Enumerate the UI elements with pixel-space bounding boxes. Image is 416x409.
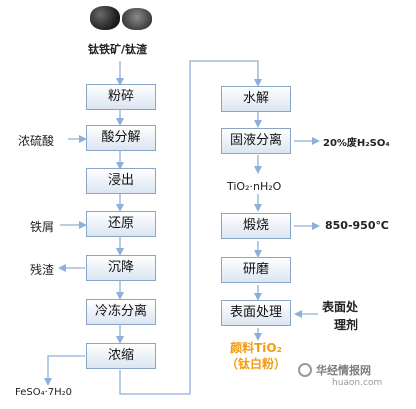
input-surface-agent-line1: 表面处 (322, 300, 359, 314)
ilmenite-ore-image (90, 6, 120, 30)
output-ferrous-sulfate: FeSO₄·7H₂0 (15, 387, 73, 398)
product-line2: （钛白粉） (225, 357, 286, 371)
arrow-conc-to-hydro (119, 60, 262, 395)
watermark-brand: 华经情报网 (316, 364, 371, 377)
watermark-url: huaon.com (332, 378, 383, 388)
step-solid-liquid-separate: 固液分离 (221, 128, 291, 154)
watermark-logo-icon (298, 363, 312, 377)
step-freeze-separate: 冷冻分离 (86, 299, 156, 325)
input-surface-agent-line2: 理剂 (334, 318, 359, 332)
output-residue: 残渣 (30, 263, 55, 277)
output-waste-acid: 20%废H₂SO₄ (323, 138, 390, 149)
calcination-temperature: 850-950℃ (325, 219, 389, 232)
step-settle: 沉降 (86, 255, 156, 281)
step-grind: 研磨 (221, 257, 291, 283)
intermediate-hydrated-tio2: TiO₂·nH₂O (227, 180, 282, 193)
raw-material-label: 钛铁矿/钛渣 (88, 43, 148, 56)
step-reduce: 还原 (86, 211, 156, 237)
titanium-slag-image (122, 8, 152, 30)
step-concentrate: 浓缩 (86, 343, 156, 369)
step-crush: 粉碎 (86, 84, 156, 110)
step-hydrolysis: 水解 (221, 86, 291, 112)
product-line1: 颜料TiO₂ (230, 341, 282, 355)
step-acid-decompose: 酸分解 (86, 125, 156, 151)
product-pigment-tio2: 颜料TiO₂ （钛白粉） (216, 340, 296, 372)
step-surface-treat: 表面处理 (221, 300, 291, 326)
arrow-feso4-output (44, 355, 85, 386)
step-calcine: 煅烧 (221, 213, 291, 239)
step-leach: 浸出 (86, 168, 156, 194)
input-iron-scrap: 铁屑 (30, 220, 55, 234)
input-sulfuric-acid: 浓硫酸 (18, 134, 55, 148)
